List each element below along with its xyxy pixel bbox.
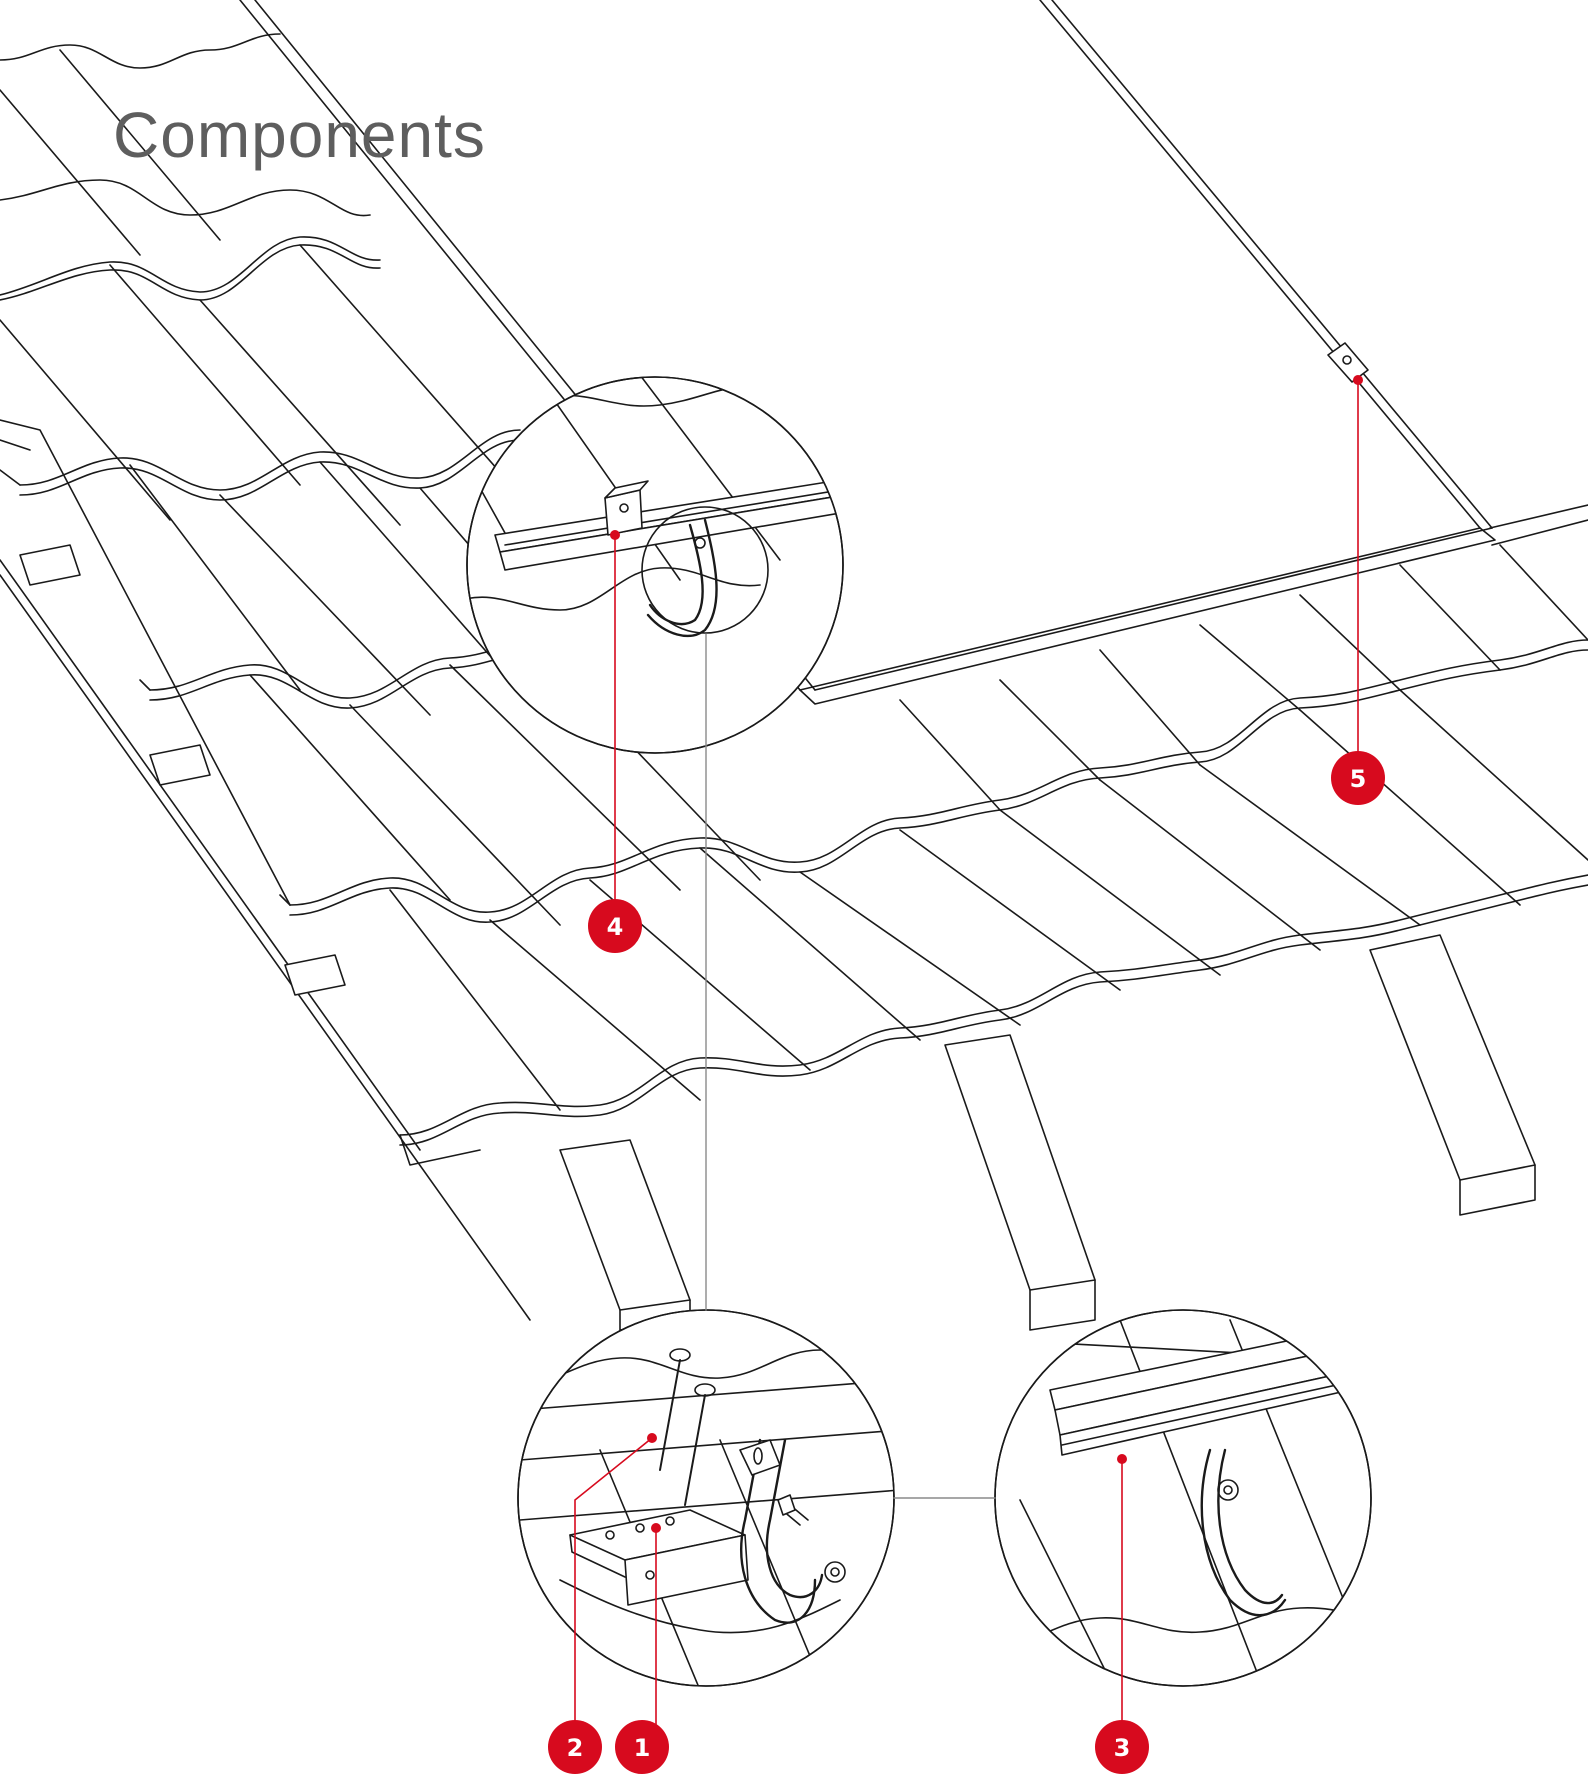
callout-5: 5 [1331,751,1385,805]
callout-dots [610,375,1363,1533]
eave-board [0,419,531,1321]
callout-3: 3 [1095,1720,1149,1774]
page-title: Components [113,99,486,171]
detail-circle-a [466,376,844,754]
svg-text:4: 4 [607,913,624,941]
roof-tiles [0,33,1588,1146]
rafters [559,934,1536,1331]
callout-1: 1 [615,1720,669,1774]
detail-circle-c [994,1309,1372,1687]
callout-4: 4 [588,899,642,953]
callout-leaders [574,380,1359,1728]
svg-text:5: 5 [1350,765,1367,793]
callout-2: 2 [548,1720,602,1774]
callout-badges: 1 2 3 4 5 [548,751,1385,1774]
svg-text:3: 3 [1114,1734,1131,1762]
svg-text:1: 1 [634,1734,651,1762]
solar-panel [239,0,1588,705]
zoom-connectors [705,633,996,1499]
svg-text:2: 2 [567,1734,584,1762]
